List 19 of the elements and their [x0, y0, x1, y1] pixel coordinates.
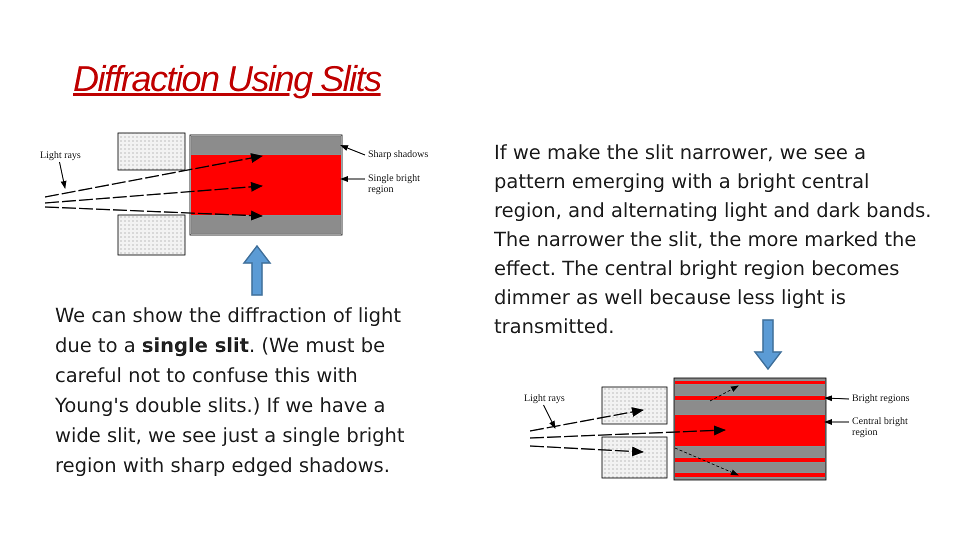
leader-line: [340, 145, 366, 156]
callout-label: Bright regions: [852, 393, 922, 404]
callout-label: Light rays: [524, 393, 579, 404]
paragraph: If we make the slit narrower, we see a pattern emerging with a bright central region, and alternating light and dark bands. The narrower the slit, the more marked the effect. The central bright region becomes dimmer as well because less light is transmitted.: [494, 140, 933, 340]
callout-label: Central bright region: [852, 416, 922, 438]
leader-line: [543, 404, 556, 429]
paragraph: We can show the diffraction of light due to a single slit. (We must be careful not to confuse this with Young's double slits.) If we have a wide slit, we see just a single bright region with sharp edged shadows.: [55, 303, 406, 479]
bright-band: [675, 396, 825, 400]
leader-line: [824, 395, 850, 402]
leader-line: [59, 162, 66, 189]
bright-band: [191, 155, 341, 215]
callout-label: Single bright region: [368, 173, 438, 195]
leader-line: [824, 419, 850, 425]
bright-band: [675, 415, 825, 446]
callout-label: Sharp shadows: [368, 149, 438, 160]
leader-line: [340, 176, 366, 182]
callout-label: Light rays: [40, 150, 95, 161]
shadow-band: [191, 136, 341, 155]
slide-title: Diffraction Using Slits: [73, 58, 382, 101]
